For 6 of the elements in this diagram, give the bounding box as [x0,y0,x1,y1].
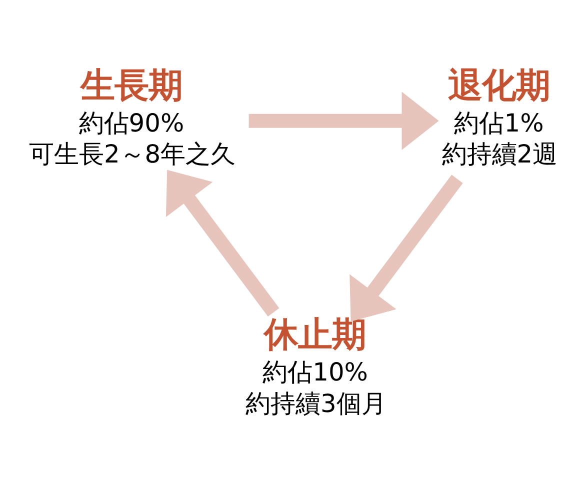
node-text: 休止期 約佔10% 約持續3個月 [245,314,386,418]
arrow [166,169,280,316]
node-text: 生長期 約佔90% 可生長2～8年之久 [28,65,236,168]
arrow [248,91,439,150]
arrow [350,174,463,321]
node-text: 退化期 約佔1% 約持續2週 [442,65,558,168]
